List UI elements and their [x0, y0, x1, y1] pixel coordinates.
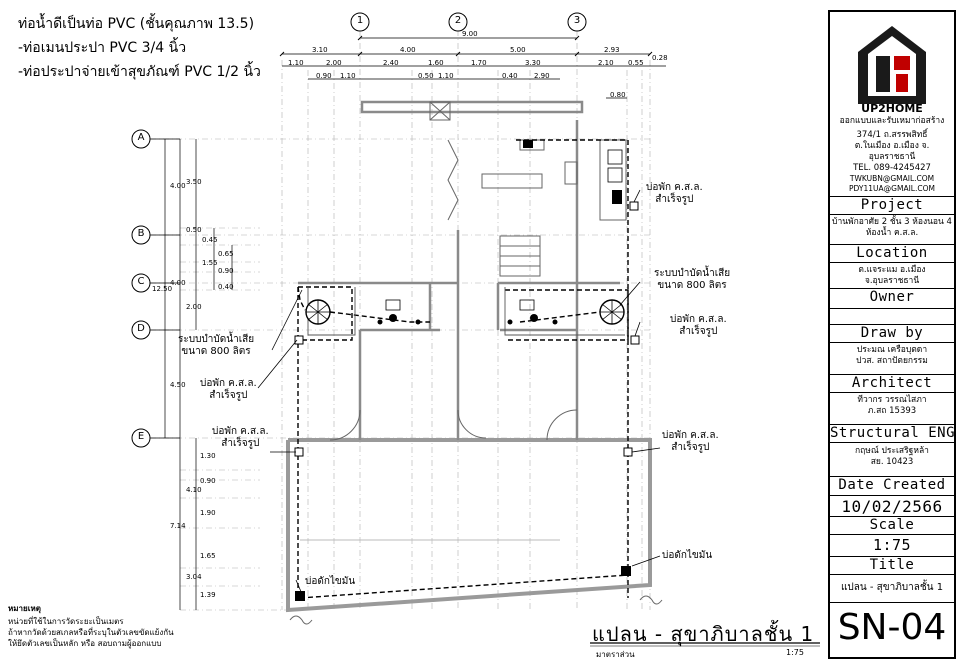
dim-row2-5: 1.70 — [471, 59, 487, 67]
dim-row3-6: 2.90 — [534, 72, 550, 80]
septic-tank-label-right: ระบบบำบัดน้ำเสีย ขนาด 800 ลิตร — [654, 268, 731, 291]
owner-header: Owner — [869, 289, 915, 305]
dim-row2-6: 3.30 — [525, 59, 541, 67]
title-block: UP2HOME ออกแบบและรับเหมาก่อสร้าง 374/1 ถ… — [828, 10, 956, 659]
grid-col-1: 1 — [356, 15, 364, 26]
dim-inner-6: 0.90 — [218, 267, 234, 275]
sheet-number: SN-04 — [837, 607, 947, 648]
grease-trap-label-left: บ่อดักไขมัน — [305, 576, 356, 587]
dim-inner-12: 1.90 — [200, 509, 216, 517]
grid-col-3: 3 — [573, 15, 581, 26]
dim-top-4: 2.93 — [604, 46, 620, 54]
grid-row-d: D — [137, 323, 145, 334]
manhole-label-4: บ่อพัก ค.ส.ล. สำเร็จรูป — [670, 314, 727, 337]
company-address-1: 374/1 ถ.สรรพสิทธิ์ — [856, 130, 928, 140]
dim-row2-3: 2.40 — [383, 59, 399, 67]
manhole-label-2: บ่อพัก ค.ส.ล. สำเร็จรูป — [212, 426, 269, 449]
project-value: บ้านพักอาศัย 2 ชั้น 3 ห้องนอน 4 ห้องน้ำ … — [832, 217, 952, 238]
manhole-label-5: บ่อพัก ค.ส.ล. สำเร็จรูป — [662, 430, 719, 453]
dim-inner-15: 1.39 — [200, 591, 216, 599]
title-value: แปลน - สุขาภิบาลชั้น 1 — [840, 582, 944, 593]
remarks-line-2: ถ้าหากวัดด้วยสเกลหรือที่ระบุในตัวเลขขัดแ… — [8, 628, 174, 637]
dim-inner-1: 3.50 — [186, 178, 202, 186]
dim-left-total: 12.50 — [152, 285, 173, 293]
draw-by-header: Draw by — [860, 325, 924, 341]
dim-top-3: 5.00 — [510, 46, 526, 54]
dim-row2-4: 1.60 — [428, 59, 444, 67]
dim-inner-13: 1.65 — [200, 552, 216, 560]
note-line-2: -ท่อเมนประปา PVC 3/4 นิ้ว — [18, 40, 187, 56]
remarks-line-3: ให้ยึดตัวเลขเป็นหลัก หรือ สอบถามผู้ออกแบ… — [8, 639, 162, 648]
dim-top-2: 4.00 — [400, 46, 416, 54]
grease-trap-label-right: บ่อดักไขมัน — [662, 550, 713, 561]
drawing-title: แปลน - สุขาภิบาลชั้น 1 — [592, 622, 815, 646]
scale-value: 1:75 — [786, 648, 804, 657]
dim-row3-1: 0.90 — [316, 72, 332, 80]
project-header: Project — [860, 197, 924, 213]
date-value: 10/02/2566 — [841, 497, 943, 516]
manhole-label-1: บ่อพัก ค.ส.ล. สำเร็จรูป — [200, 378, 257, 401]
dim-left-mid-2: 4.00 — [170, 279, 186, 287]
dim-row2-8: 0.55 — [628, 59, 644, 67]
dim-total: 9.00 — [462, 30, 478, 38]
grid-row-c: C — [137, 276, 145, 287]
grid-row-a: A — [137, 132, 145, 143]
dim-inner-14: 3.04 — [186, 573, 202, 581]
grid-row-b: B — [137, 228, 145, 239]
dim-row3-3: 0.50 — [418, 72, 434, 80]
company-tel: TEL. 089-4245427 — [853, 163, 931, 173]
dim-inner-3: 0.45 — [202, 236, 218, 244]
dim-extra: 0.80 — [610, 91, 626, 99]
dim-inner-2: 0.50 — [186, 226, 202, 234]
architect-value: ทีวากร วรรณไสภา ภ.สถ 15393 — [857, 395, 927, 416]
company-address-2: ต.ในเมือง อ.เมือง จ. — [854, 141, 930, 151]
company-email-2: PDY11UA@GMAIL.COM — [849, 184, 935, 193]
dim-row2-9: 0.28 — [652, 54, 668, 62]
company-address-3: อุบลราชธานี — [868, 152, 916, 162]
logo-text: UP2HOME — [861, 102, 923, 115]
dim-row3-4: 1.10 — [438, 72, 454, 80]
remarks-line-1: หน่วยที่ใช้ในการวัดระยะเป็นเมตร — [8, 617, 124, 626]
dim-inner-7: 0.40 — [218, 283, 234, 291]
dim-inner-5: 0.65 — [218, 250, 234, 258]
company-logo — [858, 26, 926, 104]
company-name: ออกแบบและรับเหมาก่อสร้าง — [839, 116, 945, 126]
grid-row-e: E — [137, 431, 145, 442]
dim-row3-5: 0.40 — [502, 72, 518, 80]
scale-value-tb: 1:75 — [872, 536, 912, 554]
note-line-3: -ท่อประปาจ่ายเข้าสุขภัณฑ์ PVC 1/2 นิ้ว — [18, 64, 261, 80]
structural-header: Structural ENG — [830, 425, 956, 441]
dim-row2-1: 1.10 — [288, 59, 304, 67]
dim-row2-7: 2.10 — [598, 59, 614, 67]
scale-label: มาตราส่วน — [596, 650, 635, 659]
dim-inner-9: 1.30 — [200, 452, 216, 460]
draw-by-value: ประมณ เครือบุตดา ปวส. สถาปัตยกรรม — [856, 345, 928, 366]
location-value: ต.แจระแม อ.เมือง จ.อุบลราชธานี — [858, 265, 926, 286]
title-header: Title — [869, 557, 915, 573]
grid-col-2: 2 — [454, 15, 462, 26]
dim-row3-2: 1.10 — [340, 72, 356, 80]
dim-top-1: 3.10 — [312, 46, 328, 54]
remarks-title: หมายเหตุ — [8, 604, 41, 613]
note-line-1: ท่อน้ำดีเป็นท่อ PVC (ชั้นคุณภาพ 13.5) — [18, 16, 255, 32]
dim-inner-8: 2.00 — [186, 303, 202, 311]
dim-inner-4: 1.55 — [202, 259, 218, 267]
date-header: Date Created — [838, 477, 946, 493]
dim-inner-10: 4.10 — [186, 486, 202, 494]
location-header: Location — [856, 245, 928, 261]
dim-left-mid-1: 4.00 — [170, 182, 186, 190]
dim-left-mid-4: 7.14 — [170, 522, 186, 530]
structural-value: กฤษณ์ ประเสริฐหล้า สย. 10423 — [855, 446, 929, 467]
scale-header: Scale — [869, 517, 915, 533]
manhole-label-3: บ่อพัก ค.ส.ล. สำเร็จรูป — [646, 182, 703, 205]
dim-row2-2: 2.00 — [326, 59, 342, 67]
company-email-1: TWKUBN@GMAIL.COM — [849, 174, 935, 183]
dim-left-mid-3: 4.50 — [170, 381, 186, 389]
dim-inner-11: 0.90 — [200, 477, 216, 485]
septic-tank-label-left: ระบบบำบัดน้ำเสีย ขนาด 800 ลิตร — [178, 334, 255, 357]
architect-header: Architect — [851, 375, 933, 391]
